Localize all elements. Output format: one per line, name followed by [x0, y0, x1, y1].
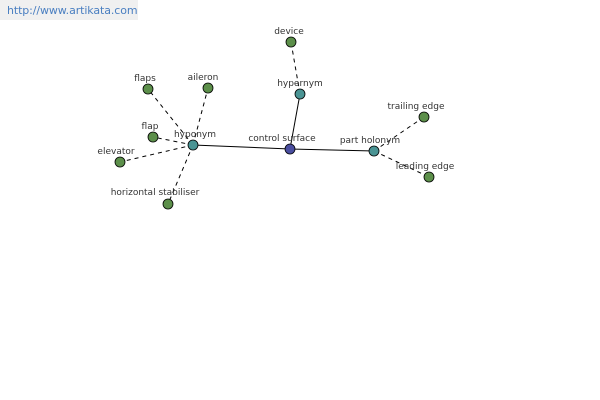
center-node-group: control surface	[248, 134, 316, 155]
edge-hyponym-horizontal-stabiliser	[167, 144, 194, 205]
label-device: device	[274, 27, 304, 37]
label-aileron: aileron	[188, 73, 219, 83]
label-flaps: flaps	[134, 74, 156, 84]
leaf-nodes: device flaps aileron flap elevator horiz…	[97, 27, 455, 210]
edge-holonym-trailing-edge	[373, 116, 425, 152]
label-center: control surface	[248, 134, 316, 144]
node-device[interactable]	[285, 36, 297, 48]
label-flap: flap	[142, 122, 159, 132]
node-trailing-edge[interactable]	[418, 111, 430, 123]
node-flap[interactable]	[147, 131, 159, 143]
label-hypernym: hypernym	[277, 79, 323, 89]
node-horizontal-stabiliser[interactable]	[162, 198, 174, 210]
label-horizontal-stabiliser: horizontal stabiliser	[111, 188, 200, 198]
graph-edges	[119, 41, 430, 205]
url-badge: http://www.artikata.com	[0, 0, 138, 20]
node-center[interactable]	[284, 143, 296, 155]
label-leading-edge: leading edge	[396, 162, 455, 172]
edge-hyponym-flaps	[147, 88, 194, 146]
edge-hypernym-device	[290, 41, 301, 95]
node-aileron[interactable]	[202, 82, 214, 94]
label-hyponym: hyponym	[174, 130, 216, 140]
node-part-holonym[interactable]	[368, 145, 380, 157]
edge-hyponym-aileron	[192, 87, 209, 146]
edge-center-hyponym	[192, 144, 291, 150]
node-hypernym[interactable]	[294, 88, 306, 100]
label-trailing-edge: trailing edge	[387, 102, 444, 112]
edge-center-part-holonym	[289, 148, 375, 152]
node-hyponym[interactable]	[187, 139, 199, 151]
edge-center-hypernym	[289, 93, 301, 150]
label-elevator: elevator	[97, 147, 134, 157]
edge-holonym-leading-edge	[373, 150, 430, 178]
node-flaps[interactable]	[142, 83, 154, 95]
label-part-holonym: part holonym	[340, 136, 400, 146]
node-elevator[interactable]	[114, 156, 126, 168]
edge-hyponym-flap	[152, 136, 194, 146]
url-link[interactable]: http://www.artikata.com	[7, 4, 138, 17]
node-leading-edge[interactable]	[423, 171, 435, 183]
relation-nodes: hypernym hyponym part holonym	[174, 79, 400, 157]
